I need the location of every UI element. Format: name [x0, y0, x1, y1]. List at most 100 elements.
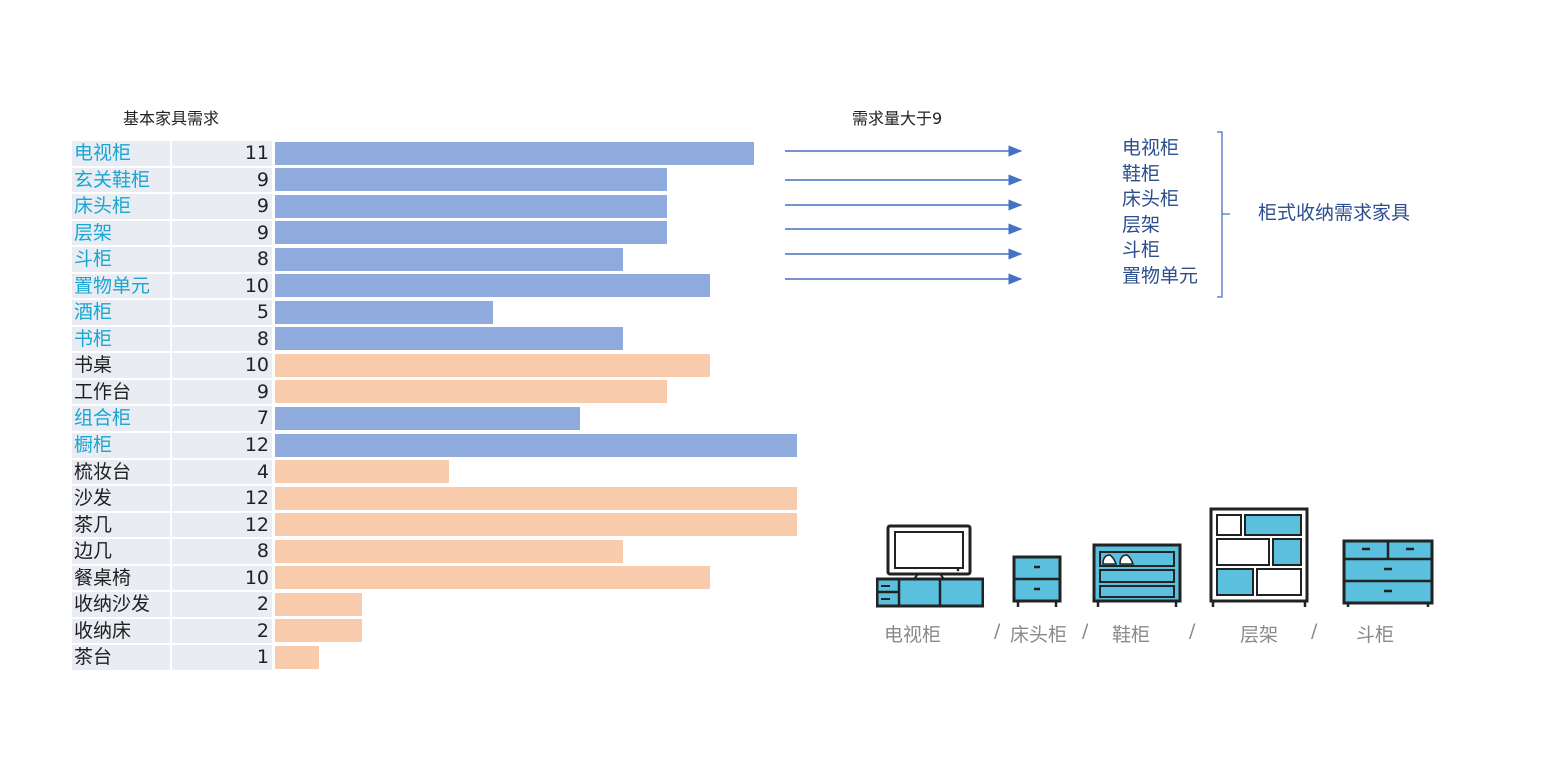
bar [275, 645, 319, 669]
category-label: 床头柜 [72, 194, 170, 219]
value-label: 8 [172, 326, 272, 352]
category-label: 书柜 [72, 326, 170, 352]
tv-cabinet-icon [876, 524, 984, 608]
cabinet-list-item: 床头柜 [1122, 188, 1180, 210]
category-label: 工作台 [72, 379, 170, 405]
cabinet-list: 电视柜鞋柜床头柜层架斗柜置物单元 [1122, 136, 1198, 289]
value-label: 7 [172, 406, 272, 431]
chest-of-drawers-icon [1342, 539, 1434, 607]
caption-shoe-cabinet: 鞋柜 [1112, 624, 1151, 646]
category-label: 沙发 [72, 486, 170, 511]
bar [275, 247, 623, 271]
bar [275, 194, 667, 218]
cabinet-list-item: 置物单元 [1122, 264, 1199, 287]
value-label: 10 [172, 273, 272, 299]
value-label: 12 [172, 433, 272, 458]
category-label: 酒柜 [72, 300, 170, 325]
value-label: 5 [172, 300, 272, 325]
value-label: 12 [172, 512, 272, 538]
value-label: 9 [172, 194, 272, 219]
value-label: 9 [172, 167, 272, 193]
group-label: 柜式收纳需求家具 [1258, 202, 1411, 224]
value-label: 2 [172, 592, 272, 617]
bar [275, 327, 623, 351]
category-label: 层架 [72, 220, 170, 246]
category-label: 玄关鞋柜 [72, 167, 170, 193]
bar [275, 141, 754, 165]
value-label: 10 [172, 353, 272, 378]
bar [275, 486, 797, 510]
shoe-cabinet-icon [1092, 543, 1182, 607]
category-label: 置物单元 [72, 273, 170, 299]
bar [275, 380, 667, 404]
category-label: 茶几 [72, 512, 170, 538]
bar [275, 300, 493, 324]
bar [275, 619, 362, 643]
chart-title: 基本家具需求 [123, 109, 220, 128]
bar [275, 566, 710, 590]
bar [275, 406, 580, 430]
bar [275, 274, 710, 298]
threshold-title: 需求量大于9 [852, 109, 943, 128]
value-label: 8 [172, 247, 272, 272]
bar [275, 433, 797, 457]
value-label: 11 [172, 141, 272, 166]
bar [275, 460, 449, 484]
category-label: 收纳沙发 [72, 592, 170, 617]
value-label: 9 [172, 220, 272, 246]
category-label: 餐桌椅 [72, 565, 170, 591]
value-label: 8 [172, 539, 272, 564]
value-label: 4 [172, 459, 272, 485]
shelf-icon [1209, 507, 1309, 607]
value-label: 12 [172, 486, 272, 511]
bar [275, 353, 710, 377]
cabinet-list-item: 层架 [1122, 213, 1161, 236]
cabinet-list-item: 电视柜 [1122, 137, 1180, 159]
value-label: 9 [172, 379, 272, 405]
bar [275, 539, 623, 563]
category-label: 梳妆台 [72, 459, 170, 485]
group-bracket [1217, 131, 1230, 298]
category-label: 边几 [72, 539, 170, 564]
caption-separator: / [1082, 620, 1089, 642]
category-label: 组合柜 [72, 406, 170, 431]
caption-separator: / [1311, 620, 1318, 642]
caption-tv-cabinet: 电视柜 [884, 624, 942, 646]
category-label: 收纳床 [72, 618, 170, 644]
cabinet-list-item: 鞋柜 [1122, 162, 1161, 185]
bar [275, 168, 667, 192]
caption-chest: 斗柜 [1356, 624, 1395, 646]
category-label: 书桌 [72, 353, 170, 378]
caption-separator: / [994, 620, 1001, 642]
caption-separator: / [1189, 620, 1196, 642]
caption-bedside-cabinet: 床头柜 [1010, 624, 1068, 646]
category-label: 橱柜 [72, 433, 170, 458]
category-label: 电视柜 [72, 141, 170, 166]
value-label: 2 [172, 618, 272, 644]
bar [275, 513, 797, 537]
category-label: 斗柜 [72, 247, 170, 272]
value-label: 10 [172, 565, 272, 591]
value-label: 1 [172, 645, 272, 670]
caption-shelf: 层架 [1240, 624, 1279, 646]
category-label: 茶台 [72, 645, 170, 670]
